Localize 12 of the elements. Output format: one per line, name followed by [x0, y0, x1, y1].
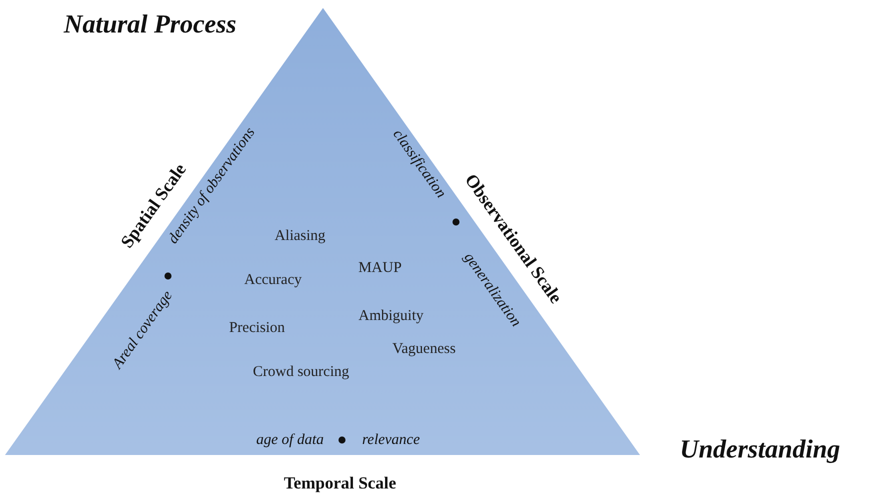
- side-label: relevance: [362, 432, 420, 448]
- term-label: Ambiguity: [358, 308, 424, 324]
- term-label: Aliasing: [274, 228, 326, 244]
- term-label: Precision: [229, 320, 285, 336]
- corner-label: Natural Process: [64, 10, 236, 40]
- term-label: Vagueness: [392, 340, 456, 358]
- corner-label: Understanding: [680, 436, 840, 464]
- side-label: age of data: [256, 432, 324, 448]
- term-label: Accuracy: [244, 272, 302, 288]
- term-label: Crowd sourcing: [252, 364, 350, 380]
- side-title: Temporal Scale: [284, 474, 396, 494]
- term-label: MAUP: [358, 260, 402, 276]
